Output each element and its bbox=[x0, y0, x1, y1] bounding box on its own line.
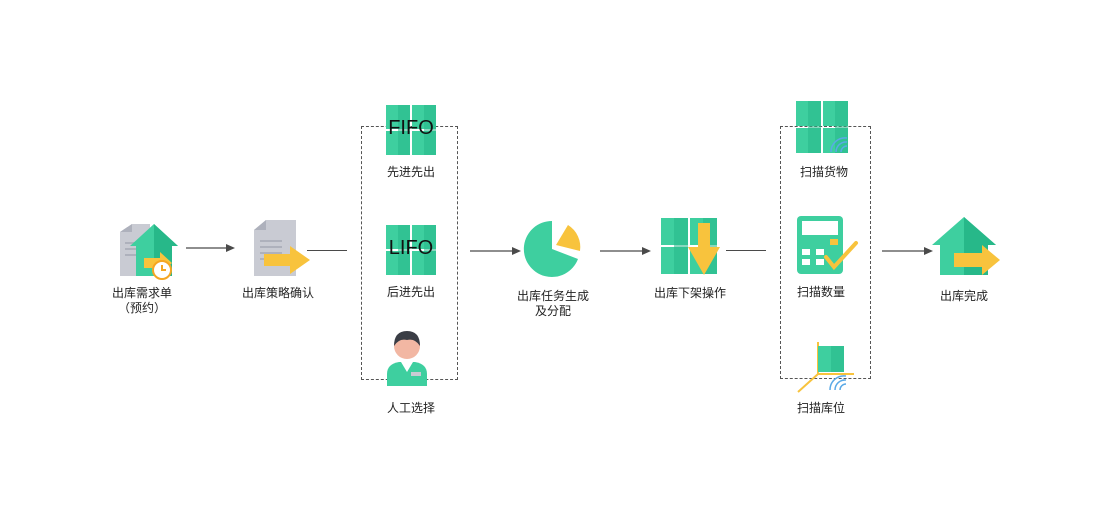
task-generate-label-line2: 及分配 bbox=[534, 304, 572, 318]
pie-chart-icon bbox=[523, 220, 581, 277]
strategy-confirm-icon bbox=[254, 220, 310, 276]
task-generate-label: 出库任务生成 及分配 bbox=[517, 289, 589, 319]
outbound-request-label-line1: 出库需求单 bbox=[111, 286, 173, 300]
scan-goods-icon bbox=[796, 101, 848, 153]
outbound-done-label: 出库完成 bbox=[939, 289, 989, 303]
person-icon bbox=[387, 331, 427, 386]
flow-arrow-2 bbox=[470, 247, 521, 255]
flow-arrow-4 bbox=[882, 247, 933, 255]
connector-line-scan bbox=[726, 250, 766, 251]
fifo-icon bbox=[386, 105, 436, 155]
flow-arrow-3 bbox=[600, 247, 651, 255]
scan-location-icon bbox=[797, 342, 854, 393]
scan-location-label: 扫描库位 bbox=[796, 401, 846, 415]
flow-arrow-1 bbox=[186, 244, 235, 252]
calculator-icon bbox=[797, 216, 858, 274]
scan-goods-label: 扫描货物 bbox=[799, 165, 849, 179]
strategy-confirm-label: 出库策略确认 bbox=[241, 286, 315, 300]
lifo-icon-text: LIFO bbox=[388, 237, 434, 259]
fifo-label: 先进先出 bbox=[386, 165, 436, 179]
outbound-request-label: 出库需求单 （预约） bbox=[112, 286, 172, 316]
lifo-label: 后进先出 bbox=[386, 285, 436, 299]
outbound-request-label-line2: （预约） bbox=[117, 301, 167, 315]
outbound-request-icon bbox=[120, 224, 178, 280]
lifo-icon bbox=[386, 225, 436, 275]
scan-quantity-label: 扫描数量 bbox=[796, 285, 846, 299]
unshelve-icon bbox=[661, 218, 720, 275]
manual-label: 人工选择 bbox=[386, 401, 436, 415]
outbound-done-icon bbox=[932, 217, 1000, 275]
fifo-icon-text: FIFO bbox=[388, 117, 434, 139]
connector-line-strategy bbox=[307, 250, 347, 251]
task-generate-label-line1: 出库任务生成 bbox=[516, 289, 590, 303]
scan-options-bracket bbox=[780, 126, 871, 379]
unshelve-label: 出库下架操作 bbox=[653, 286, 727, 300]
